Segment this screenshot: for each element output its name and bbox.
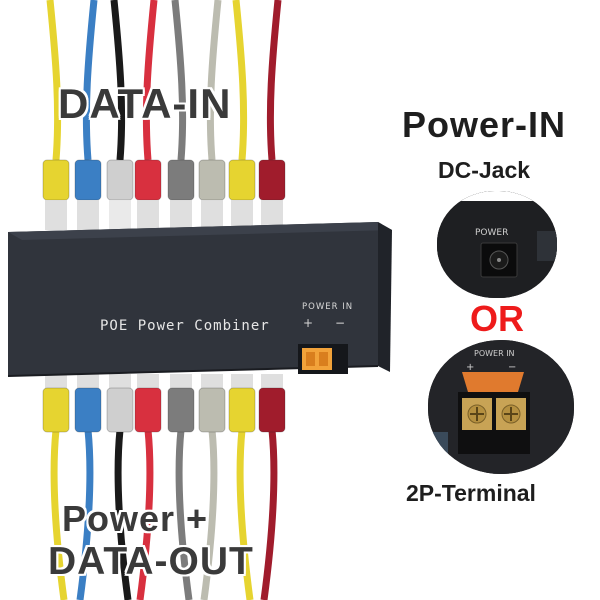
device-name: POE Power Combiner: [100, 318, 270, 334]
dc-jack-label: DC-Jack: [438, 157, 531, 183]
input-cable: [42, 0, 70, 230]
terminal-label: 2P-Terminal: [406, 480, 536, 506]
output-cable: [42, 374, 70, 600]
power-in-label: Power-IN: [402, 104, 567, 145]
output-cable: [258, 374, 286, 600]
output-cable: [198, 374, 226, 600]
data-out-label: DATA-OUT: [48, 540, 254, 583]
terminal-minus-sign: −: [508, 362, 516, 373]
output-cables: [42, 374, 286, 600]
output-cable: [134, 374, 162, 600]
device-plus-sign: +: [303, 316, 313, 330]
output-cable: [228, 374, 256, 600]
input-cables: [42, 0, 286, 230]
data-in-label: DATA-IN: [58, 80, 232, 127]
input-cable: [198, 0, 226, 230]
dc-jack-inset-photo: POWER: [437, 191, 557, 298]
input-cable: [167, 0, 195, 230]
output-cable: [106, 374, 134, 600]
output-cable: [74, 374, 102, 600]
device-minus-sign: −: [335, 316, 345, 330]
input-cable: [134, 0, 162, 230]
power-plus-label: Power +: [62, 498, 209, 539]
or-label: OR: [470, 298, 524, 339]
input-cable: [106, 0, 134, 230]
input-cable: [74, 0, 102, 230]
terminal-port-label: POWER IN: [474, 349, 515, 358]
combiner-device: POE Power Combiner POWER IN + −: [7, 222, 392, 377]
input-cable: [228, 0, 256, 230]
input-cable: [258, 0, 286, 230]
terminal-inset-photo: POWER IN + −: [428, 340, 574, 474]
dc-jack-port-label: POWER: [475, 228, 508, 238]
terminal-plus-sign: +: [466, 362, 474, 373]
device-power-in-label: POWER IN: [302, 302, 353, 312]
output-cable: [167, 374, 195, 600]
